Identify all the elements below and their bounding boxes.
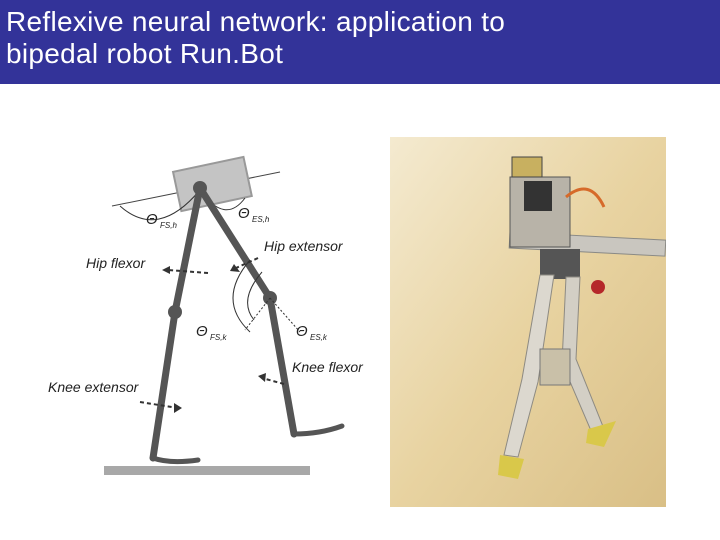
slide-title-line-2: bipedal robot Run.Bot: [6, 38, 284, 69]
hip-extensor-label: Hip extensor: [264, 238, 344, 254]
slide-title-line-1: Reflexive neural network: application to: [6, 6, 506, 37]
leg-diagram: Hip extensor Hip flexor Knee flexor Knee…: [48, 155, 364, 475]
robot-board: [524, 181, 552, 211]
robot-body: [509, 176, 571, 248]
ground-bar: [104, 466, 310, 475]
theta-es-h-subscript: ES,h: [252, 215, 270, 224]
knee-angle-arc-outer: [232, 259, 251, 333]
front-thigh: [196, 184, 274, 302]
rear-knee-joint: [168, 305, 182, 319]
theta-fs-h-subscript: FS,h: [160, 221, 177, 230]
robot-front-foot: [586, 421, 616, 447]
runbot-photo: [390, 137, 666, 507]
robot-rear-leg: [503, 274, 555, 458]
hip-joint: [193, 181, 207, 195]
hip-flexor-arrow: [167, 269, 209, 274]
robot-rear-foot: [498, 455, 524, 479]
theta-es-h-label: Θ: [238, 205, 250, 222]
theta-fs-k-label: Θ: [196, 323, 208, 340]
robot-hip-motor: [540, 249, 580, 279]
front-foot: [291, 423, 345, 437]
theta-es-k-subscript: ES,k: [310, 333, 328, 342]
rear-thigh: [171, 184, 204, 316]
theta-fs-h-label: Θ: [146, 211, 158, 228]
knee-reference-line: [269, 297, 301, 333]
robot-cable: [565, 187, 606, 208]
slide-title: Reflexive neural network: application to…: [0, 0, 720, 84]
theta-es-k-label: Θ: [296, 323, 308, 340]
knee-flexor-arrow: [261, 377, 285, 385]
knee-flexor-label: Knee flexor: [292, 359, 364, 375]
robot-knee-motor: [539, 348, 571, 386]
knee-reference-line-2: [244, 297, 271, 331]
hip-flexor-angle-arc: [119, 189, 201, 221]
robot-sensor: [511, 156, 543, 178]
front-shank: [266, 294, 298, 438]
knee-angle-arc-inner: [247, 271, 263, 321]
hip-flexor-label: Hip flexor: [86, 255, 146, 271]
rear-shank: [149, 308, 179, 462]
knee-extensor-label: Knee extensor: [48, 379, 140, 395]
robot-red-part: [591, 280, 605, 294]
theta-fs-k-subscript: FS,k: [210, 333, 227, 342]
rear-foot: [150, 455, 201, 465]
